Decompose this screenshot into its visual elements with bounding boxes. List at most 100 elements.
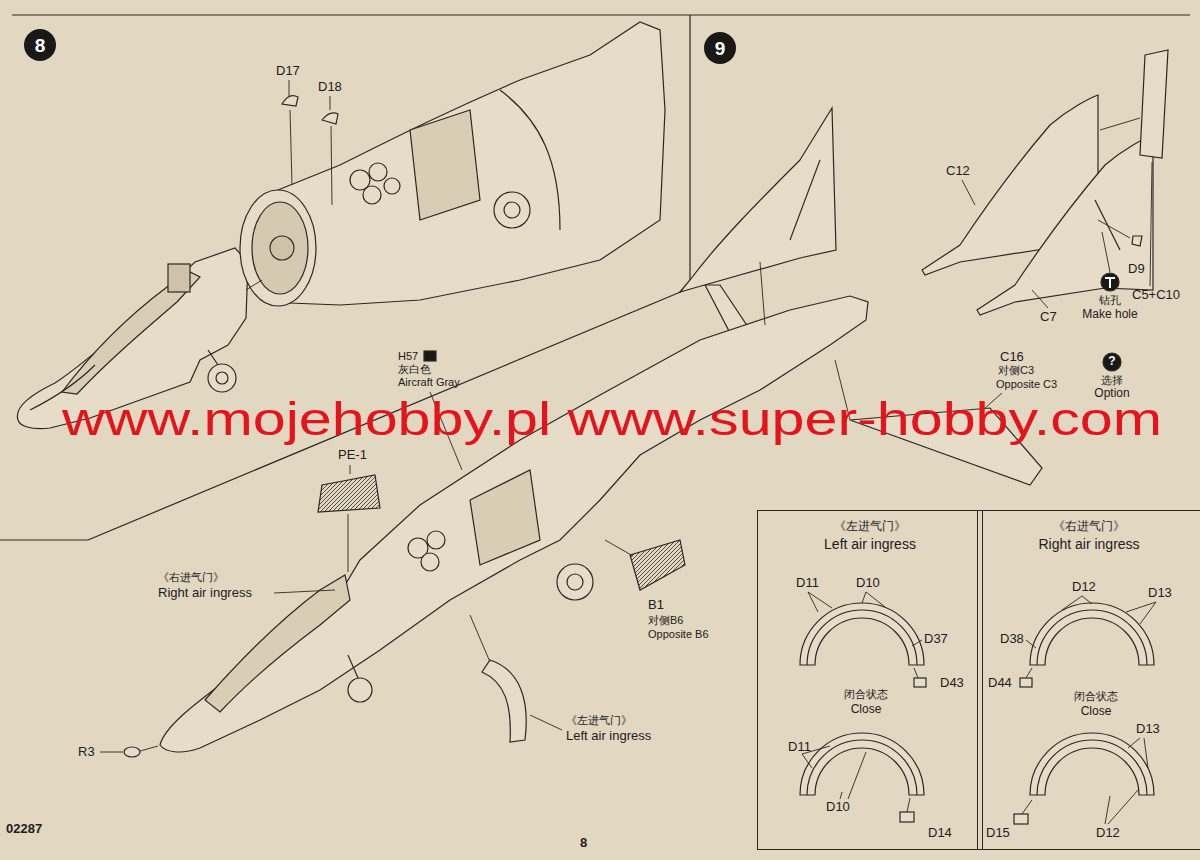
intake-lip: [1030, 603, 1154, 665]
leader-line: [331, 126, 332, 205]
engine-detail: [369, 163, 387, 181]
part-label: 闭合状态: [1074, 690, 1118, 702]
step-number: 9: [704, 32, 736, 64]
part-r3: [124, 747, 140, 757]
part-label: 《左进气门》: [566, 714, 632, 726]
part-label: 02287: [6, 822, 42, 836]
leader-line: [100, 752, 123, 753]
frame-line: [689, 15, 690, 288]
watermark: www.mojehobby.pl www.super-hobby.com: [62, 394, 1162, 445]
leader-line: [914, 668, 918, 678]
panel-heading-en: Right air ingress: [978, 535, 1200, 553]
part-d14: [900, 812, 914, 822]
part-label: D38: [1000, 632, 1024, 646]
engine-detail: [384, 178, 400, 194]
leader-line: [862, 592, 866, 603]
leader-line: [1026, 640, 1036, 648]
part-label: 对侧C3: [998, 364, 1034, 376]
engine-detail: [421, 553, 439, 571]
frame-line: [0, 539, 88, 540]
fin-half-c7: [977, 135, 1153, 315]
leader-line: [246, 280, 262, 290]
part-label: ?: [1108, 355, 1115, 368]
leader-line: [289, 80, 290, 96]
part-label: Right air ingress: [158, 586, 252, 600]
part-label: Make hole: [1082, 308, 1137, 321]
step-number-text: 9: [715, 39, 726, 58]
part-label: C7: [1040, 310, 1057, 324]
part-label: PE-1: [338, 448, 367, 462]
part-d17: [282, 96, 298, 106]
leader-line: [1022, 800, 1032, 814]
tail-parts: [922, 50, 1168, 371]
part-label: D15: [986, 826, 1010, 840]
leader-line: [840, 792, 842, 799]
ejection-seat: [168, 264, 190, 292]
part-label: D10: [856, 576, 880, 590]
engine-detail: [427, 531, 445, 549]
part-label: D37: [924, 632, 948, 646]
leader-line: [1082, 596, 1092, 604]
nose-wheel: [208, 364, 236, 392]
part-d15: [1014, 814, 1028, 824]
intake-ring: [240, 190, 316, 306]
engine-fan: [270, 236, 294, 260]
part-label: R3: [78, 745, 95, 759]
part-label: D10: [826, 800, 850, 814]
part-d18: [322, 113, 338, 124]
leader-line: [1126, 602, 1156, 612]
step-number-text: 8: [35, 36, 46, 55]
gear-strut: [348, 655, 358, 678]
option-icon: [1103, 353, 1121, 371]
part-d9: [1132, 236, 1142, 246]
part-label: H57: [398, 350, 418, 362]
drill-icon: [1101, 273, 1119, 291]
part-label: D14: [928, 826, 952, 840]
leader-line: [907, 798, 910, 812]
frame-line: [12, 14, 1190, 15]
part-label: 8: [580, 836, 587, 850]
part-label: C12: [946, 164, 970, 178]
drill-glyph: [1105, 278, 1115, 288]
part-label: C16: [1000, 350, 1024, 364]
part-label: 钻孔: [1099, 294, 1121, 306]
leader-line: [912, 640, 922, 646]
leader-line: [1105, 796, 1110, 824]
panel-line: [1037, 610, 1147, 665]
part-label: Aircraft Gray: [398, 376, 460, 388]
panel-heading-en: Left air ingress: [758, 535, 982, 553]
intake-lip: [1030, 733, 1154, 795]
part-label: 灰白色: [398, 363, 431, 375]
intake-part: [482, 660, 526, 742]
leader-line: [348, 514, 349, 572]
part-d44: [1020, 678, 1032, 687]
part-label: 对侧B6: [648, 614, 683, 626]
panel-line: [790, 160, 820, 240]
leader-line: [1062, 596, 1082, 610]
main-wheel: [557, 564, 593, 600]
part-d43: [914, 678, 926, 687]
engine-detail: [363, 186, 381, 204]
part-label: C5+C10: [1132, 288, 1180, 302]
part-label: 选择: [1101, 374, 1123, 386]
part-label: 《右进气门》: [158, 571, 224, 583]
part-label: D13: [1136, 722, 1160, 736]
leader-line: [808, 592, 832, 608]
leader-line: [866, 592, 885, 607]
intake-lip: [800, 603, 924, 665]
leader-line: [1100, 118, 1140, 130]
leader-line: [1026, 668, 1032, 678]
step-number: 8: [24, 29, 56, 61]
part-label: 闭合状态: [844, 688, 888, 700]
engine-bay: [470, 470, 540, 565]
leader-line: [1032, 290, 1048, 308]
leader-line: [290, 110, 292, 185]
part-label: D9: [1128, 262, 1145, 276]
engine-bay: [410, 110, 480, 220]
leader-line: [350, 465, 351, 474]
paint-swatch: [424, 351, 436, 361]
part-label: Close: [851, 703, 882, 716]
part-label: D43: [940, 676, 964, 690]
leader-line: [605, 540, 633, 556]
photo-etch-pe1: [318, 475, 380, 512]
